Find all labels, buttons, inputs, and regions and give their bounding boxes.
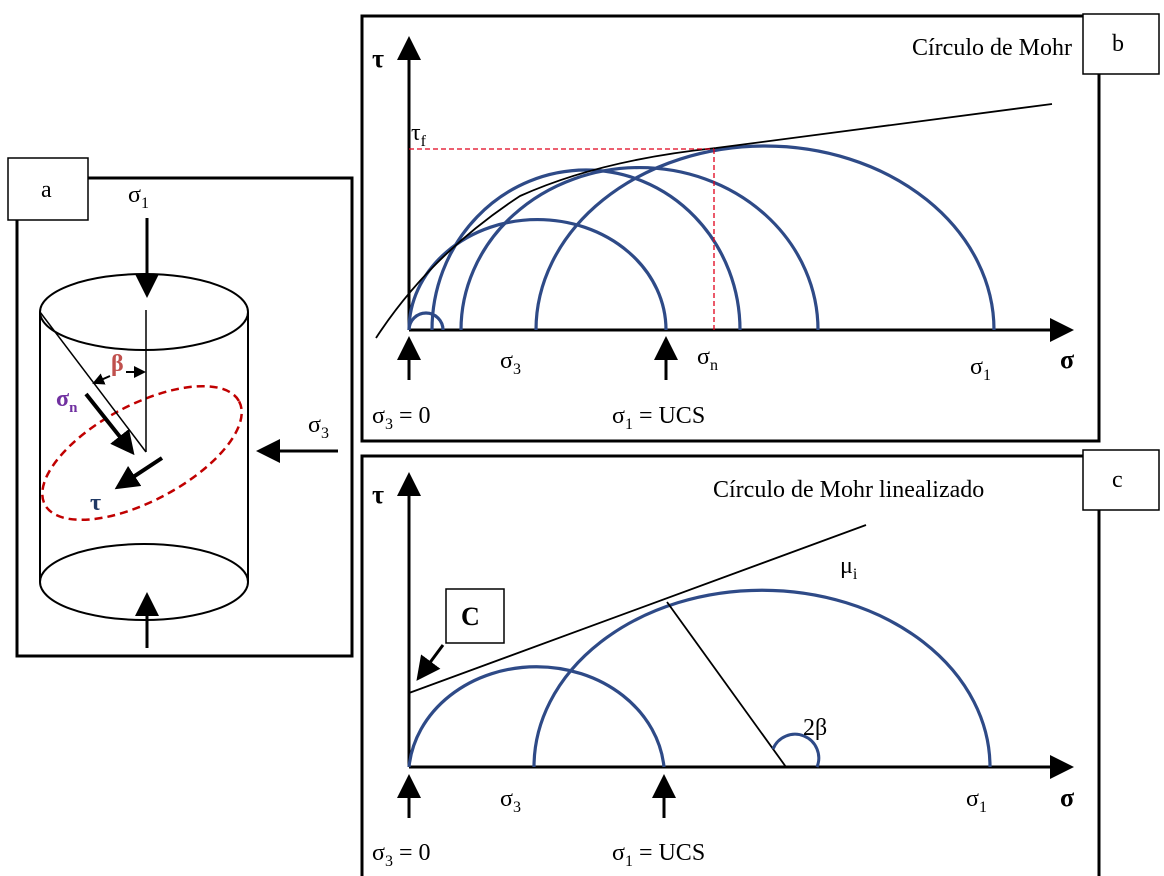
failure-plane <box>41 384 243 522</box>
panel-c-label-box <box>1082 449 1160 511</box>
panel-b-label-box <box>1082 13 1160 75</box>
panel-a-frame <box>15 176 354 658</box>
c-label-box <box>445 588 505 644</box>
panel-c-frame <box>360 454 1101 876</box>
beta-arrow-left <box>92 373 111 385</box>
panel-b-frame <box>360 14 1101 443</box>
mohr-circle-b-1 <box>407 311 445 331</box>
panel-b-label: b <box>1112 31 1124 57</box>
panel-b-title: Círculo de Mohr <box>912 35 1072 61</box>
cohesion-label: C <box>461 602 480 631</box>
beta-label: β <box>111 351 124 377</box>
panel-b-sigma-axis-label: σ <box>1060 345 1074 374</box>
cohesion-arrow <box>416 644 445 681</box>
mohr-circle-b-4 <box>459 166 820 331</box>
sigma-n-arrow <box>84 392 135 456</box>
mohr-circle-b-2 <box>407 218 668 331</box>
panel-c-sigma3-label: σ3 <box>500 786 521 816</box>
panel-b-sigma3-label: σ3 <box>500 348 521 378</box>
panel-b-tau-axis-label: τ <box>372 44 384 73</box>
two-beta-label: 2β <box>803 715 827 741</box>
panel-a-label-box <box>7 157 89 221</box>
panel-c: c Círculo de Mohr linealizado τ σ μi 2β … <box>360 449 1160 876</box>
mu-i-label: μi <box>840 553 858 583</box>
mohr-circle-b-3 <box>430 168 742 331</box>
mohr-circle-c-large <box>532 588 992 768</box>
linear-envelope <box>408 524 867 694</box>
sigma1-top-label: σ1 <box>128 182 149 212</box>
panel-c-sigma-axis-label: σ <box>1060 783 1074 812</box>
panel-c-label: c <box>1112 467 1123 493</box>
panel-c-tau-axis-label: τ <box>372 480 384 509</box>
failure-envelope-curve <box>375 103 1053 339</box>
cylinder-top <box>39 273 249 351</box>
panel-b-sigma3-zero: σ3 = 0 <box>372 403 430 433</box>
tau-arrow <box>114 456 164 490</box>
mohr-circle-b-5 <box>534 144 996 331</box>
panel-c-sigma3-zero: σ3 = 0 <box>372 840 430 870</box>
sigma-n-label: σn <box>56 386 78 416</box>
panel-b-sigma1-label: σ1 <box>970 354 991 384</box>
panel-a: a σ1 σ3 β σn τ <box>7 157 354 658</box>
tau-label: τ <box>90 490 101 516</box>
panel-c-sigma1-ucs: σ1 = UCS <box>612 840 705 870</box>
radius-line <box>666 601 787 768</box>
mohr-circle-c-small <box>407 665 666 768</box>
plane-normal-line <box>39 311 147 453</box>
panel-c-title: Círculo de Mohr linealizado <box>713 477 984 503</box>
panel-b-sigma1-ucs: σ1 = UCS <box>612 403 705 433</box>
panel-c-sigma1-label: σ1 <box>966 786 987 816</box>
panel-b-sigma-n-label: σn <box>697 344 718 374</box>
sigma3-side-label: σ3 <box>308 412 329 442</box>
two-beta-arc <box>771 732 821 768</box>
panel-b: b Círculo de Mohr τ σ τf σ3 σn σ1 σ3 = 0… <box>360 13 1160 443</box>
cylinder-bottom <box>39 543 249 621</box>
panel-a-label: a <box>41 177 52 203</box>
tau-f-label: τf <box>411 120 427 150</box>
